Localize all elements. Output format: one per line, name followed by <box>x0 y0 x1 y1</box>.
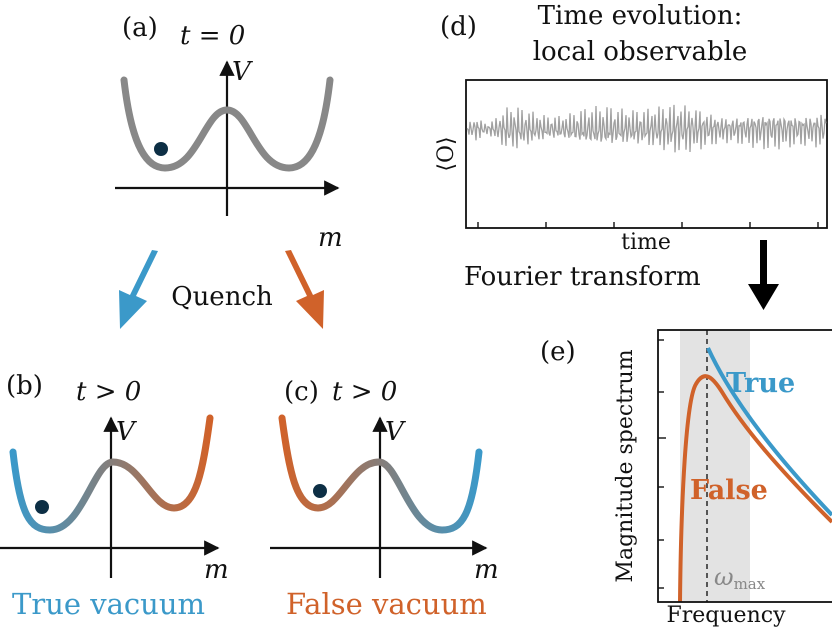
panel-a-m-label: m <box>318 223 343 253</box>
quench-arrow-true <box>119 250 158 329</box>
panel-d-title-line2: local observable <box>533 37 748 67</box>
quench-arrows: Quench <box>119 250 324 329</box>
fourier-step: Fourier transform <box>464 240 779 310</box>
panel-c-v-label: V <box>385 417 406 447</box>
panel-d: (d) Time evolution: local observable ⟨O⟩… <box>434 1 828 255</box>
panel-c: (c) t > 0 V m False vacuum <box>270 377 499 621</box>
panel-b: (b) t > 0 V m True vacuum <box>0 371 229 621</box>
panel-d-tag: (d) <box>440 12 477 42</box>
panel-b-potential-curve <box>9 414 214 534</box>
quench-arrow-false <box>285 250 324 329</box>
panel-b-m-label: m <box>204 555 229 585</box>
panel-b-time: t > 0 <box>76 377 141 407</box>
panel-a-potential-curve <box>120 76 334 172</box>
panel-b-ball <box>35 500 49 514</box>
panel-a-ball <box>154 142 168 156</box>
panel-e-frame <box>657 329 832 603</box>
panel-d-title-line1: Time evolution: <box>538 1 743 31</box>
panel-e: (e) True False ωmax Magnitude spectrum F… <box>540 329 832 628</box>
panel-b-v-label: V <box>116 417 137 447</box>
panel-c-caption: False vacuum <box>286 587 487 621</box>
panel-d-ylabel: ⟨O⟩ <box>434 136 459 171</box>
panel-b-tag: (b) <box>6 371 43 401</box>
panel-e-false-curve <box>678 374 832 602</box>
panel-d-signal <box>466 104 827 153</box>
panel-d-ticks <box>477 222 819 228</box>
panel-c-time: t > 0 <box>332 377 397 407</box>
panel-c-m-label: m <box>474 555 499 585</box>
panel-c-potential-curve <box>278 414 483 534</box>
quench-label: Quench <box>171 282 273 312</box>
panel-e-omega-label: ωmax <box>714 563 766 593</box>
panel-a-time: t = 0 <box>180 21 245 51</box>
fourier-arrow <box>748 240 779 310</box>
panel-a-v-label: V <box>232 57 253 87</box>
panel-c-tag: (c) <box>284 377 319 407</box>
panel-b-caption: True vacuum <box>12 587 205 621</box>
panel-a: (a) t = 0 V m <box>115 13 343 253</box>
panel-d-xlabel: time <box>621 230 671 255</box>
panel-c-ball <box>313 484 327 498</box>
panel-e-xlabel: Frequency <box>667 603 787 628</box>
fourier-label: Fourier transform <box>464 262 701 292</box>
panel-d-frame <box>465 79 828 229</box>
panel-e-ticks <box>658 339 666 589</box>
panel-e-ylabel: Magnitude spectrum <box>613 349 638 582</box>
panel-a-tag: (a) <box>122 13 158 43</box>
panel-e-true-curve <box>706 347 832 517</box>
panel-e-false-label: False <box>690 475 768 506</box>
panel-e-tag: (e) <box>540 337 576 367</box>
panel-e-true-label: True <box>726 368 795 399</box>
panel-e-band <box>680 330 750 602</box>
